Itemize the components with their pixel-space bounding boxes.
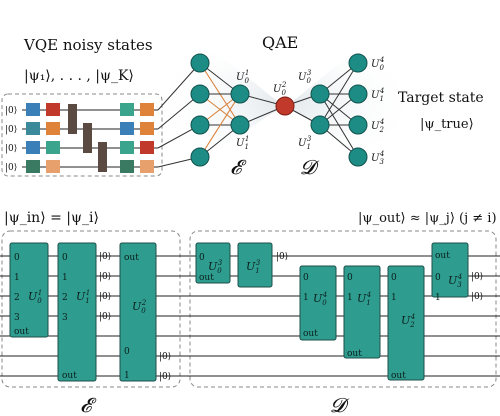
vqe-states: |ψ₁⟩, . . . , |ψ_K⟩	[24, 68, 134, 84]
svg-text:out: out	[303, 329, 318, 339]
output-node-2	[348, 115, 368, 135]
svg-text:out: out	[124, 253, 139, 263]
svg-text:U01: U01	[28, 289, 42, 305]
label-out1: U14	[371, 87, 384, 103]
svg-text:0: 0	[303, 273, 309, 283]
svg-text:1: 1	[391, 293, 397, 303]
label-out0: U04	[371, 56, 384, 72]
svg-text:2: 2	[62, 293, 68, 303]
output-node-1	[348, 84, 368, 104]
encoder-box	[1, 230, 181, 388]
label-out2: U24	[371, 118, 384, 134]
ket-dec-2a: |0⟩	[471, 272, 483, 282]
svg-text:U34: U34	[448, 273, 462, 289]
gate-U13: U13	[237, 242, 273, 288]
svg-text:1: 1	[14, 273, 20, 283]
input-node-0	[190, 53, 210, 73]
ket-enc-1d: |0⟩	[99, 312, 111, 322]
svg-text:3: 3	[14, 313, 20, 323]
gate-U03: 0 out U03	[195, 242, 231, 284]
ket-enc-1c: |0⟩	[99, 292, 111, 302]
svg-text:U24: U24	[401, 313, 415, 329]
decoder-box	[189, 230, 497, 388]
vqe-circuit-box	[1, 93, 163, 177]
input-node-1	[190, 84, 210, 104]
gate-U11: 0 1 2 3 out U11	[57, 242, 97, 382]
vqe-circuit: |0⟩ |0⟩ |0⟩ |0⟩	[5, 103, 158, 173]
vqe-title: VQE noisy states	[23, 36, 153, 54]
vqe-ket2: |0⟩	[5, 144, 17, 154]
input-node-2	[190, 115, 210, 135]
encoder-node-1	[230, 115, 250, 135]
svg-text:U11: U11	[76, 289, 90, 305]
svg-text:out: out	[62, 371, 77, 381]
encoder-symbol-top: 𝓔	[230, 155, 247, 179]
vqe-ket0: |0⟩	[5, 106, 17, 116]
vqe-ket1: |0⟩	[5, 125, 17, 135]
svg-text:out: out	[347, 349, 362, 359]
output-node-0	[348, 53, 368, 73]
svg-text:3: 3	[62, 313, 68, 323]
label-out3: U34	[371, 150, 384, 166]
decoder-node-1	[310, 115, 330, 135]
decoder-label-bottom: 𝓓	[330, 393, 350, 416]
svg-text:2: 2	[14, 293, 20, 303]
ket-enc-2a: |0⟩	[159, 352, 171, 362]
label-dec-bot: U13	[298, 135, 312, 151]
svg-text:1: 1	[435, 293, 441, 303]
svg-text:0: 0	[14, 253, 20, 263]
vqe-ket3: |0⟩	[5, 163, 17, 173]
ket-enc-1b: |0⟩	[99, 272, 111, 282]
label-enc-top: U01	[236, 69, 249, 85]
qae-title: QAE	[262, 33, 298, 52]
svg-text:out: out	[199, 273, 214, 283]
gate-U14: 0 1 out U14	[343, 265, 381, 359]
target-title: Target state	[398, 90, 484, 106]
gate-U34: out 0 1 U34	[431, 242, 469, 303]
psi-in-label: |ψ_in⟩ = |ψ_i⟩	[4, 210, 99, 226]
psi-out-label: |ψ_out⟩ ≈ |ψ_j⟩ (j ≠ i)	[358, 211, 497, 226]
label-dec-top: U03	[298, 69, 312, 85]
label-latent: U02	[273, 81, 287, 97]
encoder-label-bottom: 𝓔	[80, 393, 97, 416]
svg-text:out: out	[435, 251, 450, 261]
decoder-node-0	[310, 84, 330, 104]
target-state: |ψ_true⟩	[420, 117, 474, 132]
svg-text:1: 1	[62, 273, 68, 283]
svg-text:U02: U02	[132, 299, 147, 315]
latent-node	[275, 96, 295, 116]
svg-text:0: 0	[435, 273, 441, 283]
svg-text:U04: U04	[313, 291, 327, 307]
svg-text:out: out	[14, 327, 29, 337]
ket-enc-1a: |0⟩	[99, 252, 111, 262]
gate-U24: 0 1 out U24	[387, 265, 425, 381]
ket-dec-2b: |0⟩	[471, 292, 483, 302]
svg-text:1: 1	[124, 371, 130, 381]
gate-U02: out 0 1 U02	[119, 242, 157, 382]
svg-text:out: out	[391, 371, 406, 381]
svg-text:0: 0	[199, 253, 205, 263]
svg-text:0: 0	[124, 347, 130, 357]
ket-enc-2b: |0⟩	[159, 372, 171, 382]
decoder-symbol-top: 𝓓	[300, 155, 320, 179]
svg-text:1: 1	[303, 293, 309, 303]
gate-U04: 0 1 out U04	[299, 265, 337, 341]
network-nodes	[190, 53, 368, 167]
svg-text:U14: U14	[357, 291, 371, 307]
svg-text:1: 1	[347, 293, 353, 303]
input-node-3	[190, 147, 210, 167]
gate-U01: 0 1 2 3 out U01	[9, 242, 49, 338]
svg-text:U03: U03	[208, 259, 223, 275]
svg-text:0: 0	[391, 273, 397, 283]
svg-text:0: 0	[347, 273, 353, 283]
ket-dec-1: |0⟩	[276, 252, 288, 262]
label-enc-bot: U11	[236, 135, 249, 151]
encoder-node-0	[230, 84, 250, 104]
output-node-3	[348, 147, 368, 167]
svg-text:0: 0	[62, 253, 68, 263]
svg-text:U13: U13	[246, 259, 261, 275]
